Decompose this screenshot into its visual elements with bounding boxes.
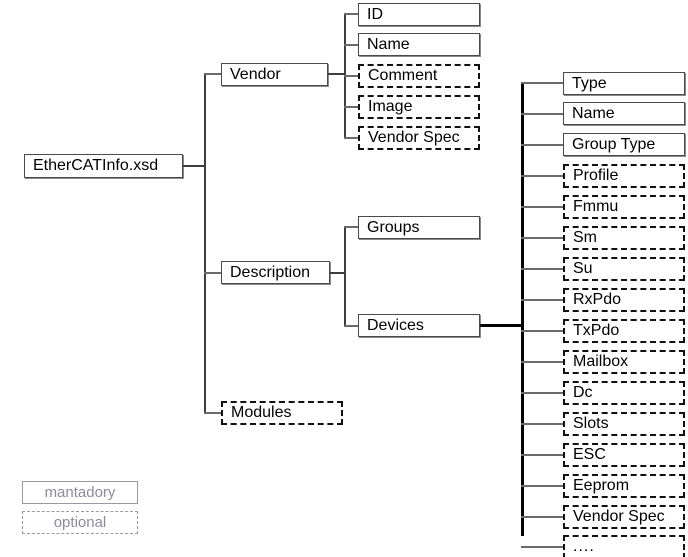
edge-description-stub bbox=[330, 272, 346, 274]
node-label: TxPdo bbox=[573, 322, 620, 339]
edge-devices-to-rxpdo bbox=[521, 299, 565, 301]
node-device-sm[interactable]: Sm bbox=[563, 226, 685, 250]
node-label: ID bbox=[367, 5, 383, 23]
edge-root-trunk bbox=[204, 74, 206, 414]
edge-vendor-to-name bbox=[344, 44, 359, 46]
node-device-profile[interactable]: Profile bbox=[563, 164, 685, 188]
edge-devices-trunk bbox=[521, 83, 524, 536]
node-ethercatinfo-xsd[interactable]: EtherCATInfo.xsd bbox=[24, 154, 183, 178]
node-device-group-type[interactable]: Group Type bbox=[563, 133, 685, 156]
node-device-mailbox[interactable]: Mailbox bbox=[563, 350, 685, 374]
edge-devices-stub bbox=[480, 324, 524, 327]
node-devices[interactable]: Devices bbox=[358, 314, 480, 337]
node-vendor-comment[interactable]: Comment bbox=[358, 64, 480, 88]
edge-devices-to-name bbox=[521, 113, 564, 115]
edge-devices-to-group-type bbox=[521, 144, 564, 146]
node-label: Groups bbox=[367, 218, 420, 236]
node-device-fmmu[interactable]: Fmmu bbox=[563, 195, 685, 219]
edge-devices-to-esc bbox=[521, 454, 565, 456]
node-device-dc[interactable]: Dc bbox=[563, 381, 685, 405]
node-label: Image bbox=[368, 98, 413, 115]
node-label: RxPdo bbox=[573, 291, 622, 308]
node-label: Type bbox=[572, 74, 607, 92]
node-device-name[interactable]: Name bbox=[563, 102, 685, 125]
node-vendor[interactable]: Vendor bbox=[221, 63, 328, 86]
node-label: Fmmu bbox=[573, 198, 619, 215]
node-label: Name bbox=[572, 104, 615, 122]
edge-devices-to-profile bbox=[521, 175, 565, 177]
node-label: .... bbox=[573, 538, 595, 555]
edge-devices-to-slots bbox=[521, 423, 565, 425]
legend-optional: optional bbox=[22, 511, 138, 534]
node-label: Profile bbox=[573, 167, 619, 184]
node-label: EtherCATInfo.xsd bbox=[33, 157, 159, 174]
edge-devices-to-mailbox bbox=[521, 361, 565, 363]
node-device-more[interactable]: .... bbox=[563, 535, 685, 557]
node-device-slots[interactable]: Slots bbox=[563, 412, 685, 436]
node-device-eeprom[interactable]: Eeprom bbox=[563, 474, 685, 498]
node-label: Vendor Spec bbox=[573, 508, 665, 525]
node-label: ESC bbox=[573, 446, 606, 463]
edge-devices-to-more bbox=[521, 546, 565, 548]
legend-label: optional bbox=[53, 514, 107, 531]
node-label: Eeprom bbox=[573, 477, 630, 494]
edge-devices-to-txpdo bbox=[521, 330, 565, 332]
edge-vendor-stub bbox=[328, 73, 346, 75]
edge-devices-to-fmmu bbox=[521, 206, 565, 208]
edge-devices-to-sm bbox=[521, 237, 565, 239]
node-device-esc[interactable]: ESC bbox=[563, 443, 685, 467]
node-vendor-spec[interactable]: Vendor Spec bbox=[358, 126, 480, 150]
edge-vendor-to-id bbox=[344, 13, 359, 15]
node-modules[interactable]: Modules bbox=[221, 401, 343, 425]
edge-vendor-to-image bbox=[344, 106, 360, 108]
edge-root-to-description bbox=[204, 272, 222, 274]
node-label: Vendor bbox=[230, 65, 281, 83]
edge-root-to-modules bbox=[204, 412, 222, 414]
node-device-vendor-spec[interactable]: Vendor Spec bbox=[563, 505, 685, 529]
legend-mandatory: mantadory bbox=[22, 481, 138, 504]
node-vendor-image[interactable]: Image bbox=[358, 95, 480, 119]
node-label: Mailbox bbox=[573, 353, 629, 370]
edge-description-trunk bbox=[344, 227, 346, 326]
node-label: Dc bbox=[573, 384, 593, 401]
node-label: Devices bbox=[367, 316, 424, 334]
edge-vendor-to-comment bbox=[344, 75, 360, 77]
node-label: Name bbox=[367, 35, 410, 53]
node-groups[interactable]: Groups bbox=[358, 216, 480, 239]
edge-description-to-groups bbox=[344, 226, 359, 228]
node-label: Su bbox=[573, 260, 593, 277]
node-label: Group Type bbox=[572, 135, 656, 153]
edge-devices-to-type bbox=[521, 82, 564, 84]
node-label: Slots bbox=[573, 415, 609, 432]
node-device-type[interactable]: Type bbox=[563, 72, 685, 95]
node-label: Description bbox=[230, 263, 311, 281]
node-description[interactable]: Description bbox=[221, 261, 330, 284]
node-label: Modules bbox=[231, 404, 292, 421]
node-label: Vendor Spec bbox=[368, 129, 460, 146]
edge-devices-to-dc bbox=[521, 392, 565, 394]
edge-devices-to-eeprom bbox=[521, 485, 565, 487]
node-device-rxpdo[interactable]: RxPdo bbox=[563, 288, 685, 312]
edge-devices-to-su bbox=[521, 268, 565, 270]
node-vendor-id[interactable]: ID bbox=[358, 3, 480, 26]
node-label: Sm bbox=[573, 229, 597, 246]
node-label: Comment bbox=[368, 67, 438, 84]
edge-description-to-devices bbox=[344, 325, 359, 327]
edge-root-to-vendor bbox=[204, 73, 222, 75]
node-vendor-name[interactable]: Name bbox=[358, 33, 480, 56]
edge-devices-to-vendor-spec bbox=[521, 516, 565, 518]
edge-root-stub bbox=[183, 165, 206, 167]
node-device-su[interactable]: Su bbox=[563, 257, 685, 281]
edge-vendor-to-vendor-spec bbox=[344, 137, 360, 139]
legend-label: mantadory bbox=[44, 484, 116, 501]
node-device-txpdo[interactable]: TxPdo bbox=[563, 319, 685, 343]
